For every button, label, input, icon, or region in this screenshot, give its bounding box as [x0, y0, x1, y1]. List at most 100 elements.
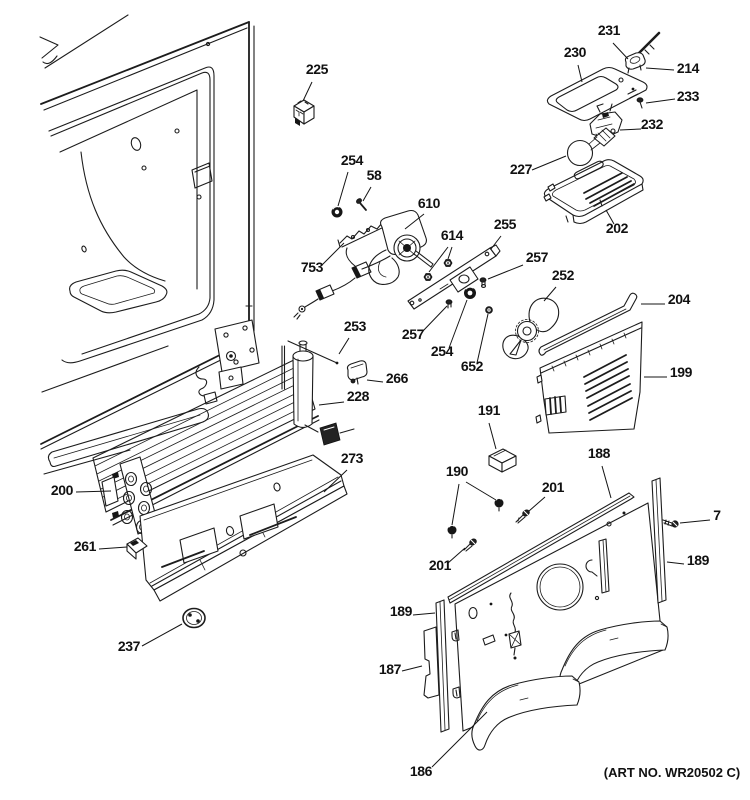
light-assembly	[543, 31, 661, 225]
leader-line-201	[447, 547, 466, 564]
part-label-257: 257	[402, 326, 425, 342]
leader-line-231	[612, 42, 629, 60]
leader-line-233	[645, 98, 676, 104]
freezer-liner	[39, 14, 260, 475]
callout-layer: 2252302312142332322272022545861075361425…	[51, 22, 722, 779]
screws-201	[463, 509, 530, 552]
part-label-237: 237	[118, 638, 141, 654]
part-label-199: 199	[670, 364, 693, 380]
leader-line-652	[476, 313, 489, 364]
leader-line-202	[605, 209, 615, 225]
drain-pan	[139, 454, 348, 602]
fan-motor-assembly	[293, 198, 560, 360]
leader-line-186	[431, 711, 488, 768]
leader-line-189	[412, 612, 436, 616]
seal-strip-left	[435, 599, 450, 733]
leader-line-257	[487, 264, 524, 280]
part-label-266: 266	[386, 370, 409, 386]
leader-line-266	[366, 379, 384, 383]
leader-line-273	[323, 469, 348, 493]
leader-line-201	[528, 496, 546, 512]
part-label-225: 225	[306, 61, 329, 77]
clip-191	[488, 448, 517, 473]
part-label-233: 233	[677, 88, 700, 104]
leader-line-225	[302, 81, 313, 102]
part-label-610: 610	[418, 195, 441, 211]
drain-clip-261	[126, 537, 148, 560]
leader-line-261	[98, 546, 128, 550]
part-label-253: 253	[344, 318, 367, 334]
part-label-254: 254	[431, 343, 454, 359]
plug-buttons-190	[447, 498, 504, 539]
rear-panel	[451, 502, 664, 732]
leader-line-237	[141, 623, 183, 647]
leader-line-254	[448, 299, 468, 349]
trim-strip-188	[447, 492, 635, 604]
capillary-tube	[287, 340, 338, 364]
part-label-231: 231	[598, 22, 621, 38]
part-label-190: 190	[446, 463, 469, 479]
leader-line-188	[601, 465, 612, 499]
part-label-230: 230	[564, 44, 587, 60]
leader-line-189	[666, 561, 685, 565]
light-switch	[293, 99, 315, 126]
part-label-753: 753	[301, 259, 324, 275]
part-label-273: 273	[341, 450, 364, 466]
part-label-614: 614	[441, 227, 464, 243]
part-label-204: 204	[668, 291, 691, 307]
leader-line-190	[451, 483, 460, 526]
leader-line-187	[401, 665, 423, 672]
bracket-187	[423, 626, 440, 699]
leader-line-58	[362, 186, 372, 202]
seal-strip-right	[651, 477, 667, 604]
leader-line-614	[428, 246, 449, 273]
part-label-7: 7	[713, 507, 721, 523]
leader-line-252	[543, 286, 557, 302]
art-number: (ART NO. WR20502 C)	[604, 765, 741, 780]
tube-clamp	[346, 360, 368, 385]
part-label-652: 652	[461, 358, 484, 374]
part-label-227: 227	[510, 161, 533, 177]
leader-line-230	[577, 64, 583, 83]
leader-line-614	[447, 246, 453, 260]
part-label-189: 189	[390, 603, 413, 619]
part-label-232: 232	[641, 116, 664, 132]
grommet-237	[182, 607, 206, 629]
part-label-254: 254	[341, 152, 364, 168]
leader-line-255	[490, 235, 502, 250]
leader-line-254	[337, 171, 349, 207]
part-label-214: 214	[677, 60, 700, 76]
leader-line-190	[465, 481, 497, 501]
part-label-202: 202	[606, 220, 629, 236]
leader-line-257	[421, 305, 448, 333]
part-label-201: 201	[542, 479, 565, 495]
part-label-255: 255	[494, 216, 517, 232]
leader-line-191	[488, 422, 497, 450]
leader-line-228	[318, 401, 345, 406]
part-label-187: 187	[379, 661, 402, 677]
part-label-201: 201	[429, 557, 452, 573]
part-label-200: 200	[51, 482, 74, 498]
leader-line-610	[404, 213, 425, 230]
part-label-58: 58	[367, 167, 382, 183]
leader-line-232	[619, 128, 642, 131]
part-label-188: 188	[588, 445, 611, 461]
leader-line-253	[338, 337, 350, 355]
screw-7	[662, 519, 679, 528]
part-label-191: 191	[478, 402, 501, 418]
part-label-261: 261	[74, 538, 97, 554]
part-label-252: 252	[552, 267, 575, 283]
part-label-228: 228	[347, 388, 370, 404]
leader-line-227	[531, 155, 567, 171]
leader-line-214	[645, 67, 675, 71]
air-deflector-left	[471, 675, 581, 751]
part-label-189: 189	[687, 552, 710, 568]
leader-line-7	[679, 519, 711, 524]
air-duct	[535, 292, 643, 434]
leader-line-753	[320, 242, 345, 267]
evaporator	[92, 340, 368, 535]
leader-line-200	[75, 490, 112, 493]
part-label-257: 257	[526, 249, 549, 265]
